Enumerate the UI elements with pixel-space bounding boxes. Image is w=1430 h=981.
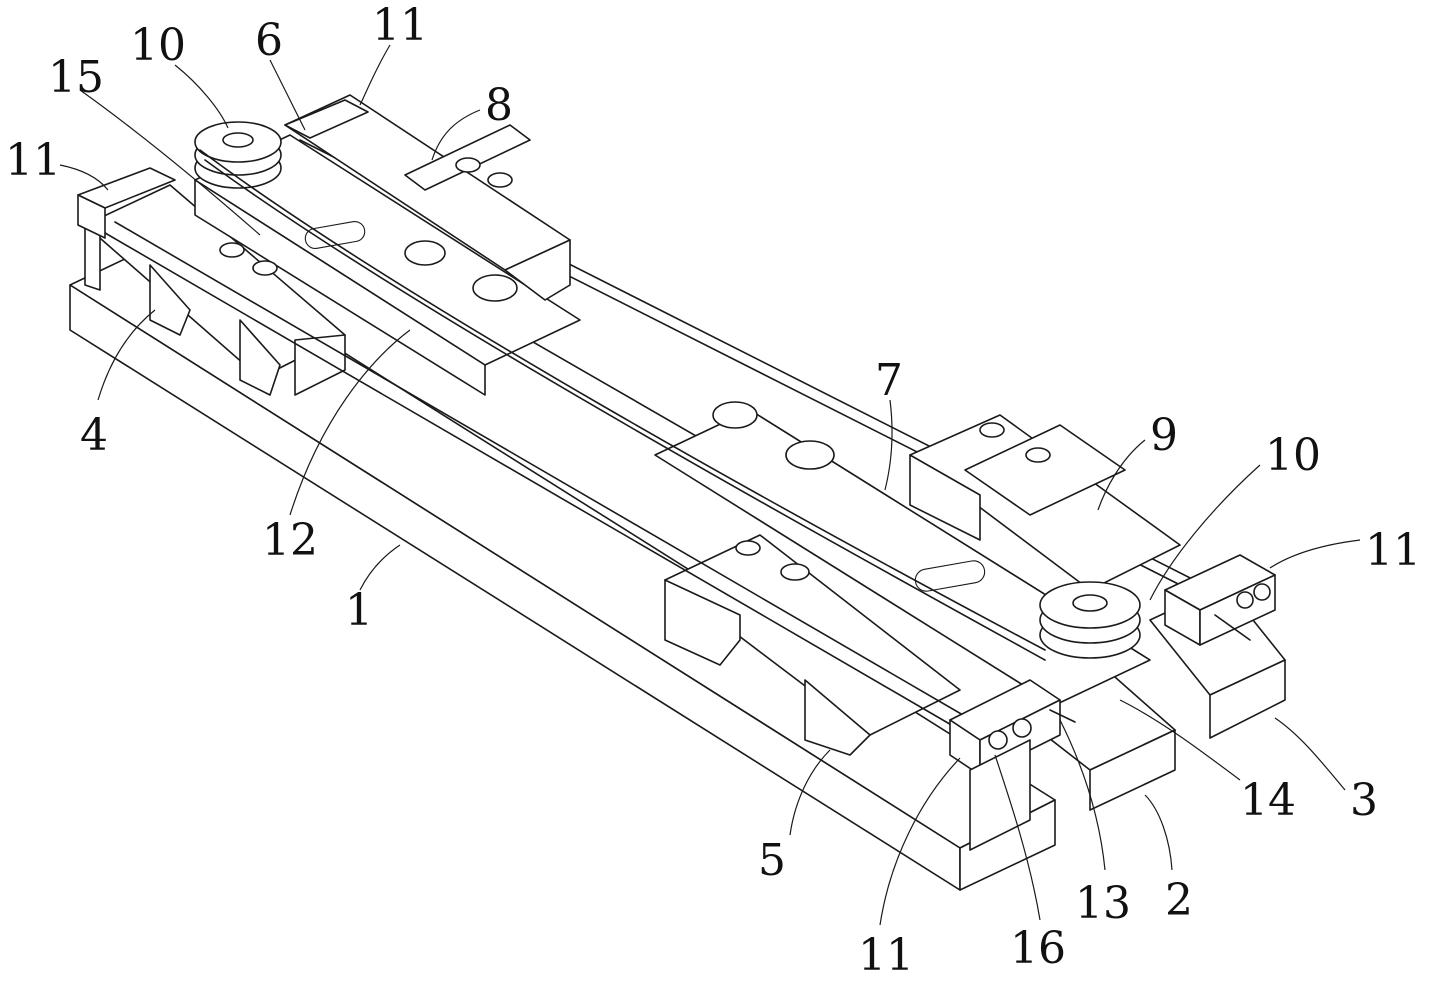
- end-block-11-left: [77, 167, 176, 239]
- plate-7: [654, 409, 1151, 706]
- leader-lines: [59, 44, 1361, 926]
- channel-9: [909, 414, 1181, 591]
- label-6: 6: [255, 15, 283, 66]
- end-block-11-right: [1164, 554, 1276, 646]
- label-4: 4: [80, 410, 108, 461]
- label-2: 2: [1165, 875, 1193, 926]
- plate-6: [194, 134, 581, 396]
- reference-labels: 10 6 11 8 15 11 4 12 1 7 9 10 11 5 11 16…: [5, 0, 1421, 981]
- label-11: 11: [5, 135, 61, 186]
- pulley-10-back: [194, 121, 282, 189]
- adjusting-knobs: [219, 157, 1051, 581]
- end-block-11-back: [284, 99, 369, 139]
- label-10: 10: [1265, 430, 1321, 481]
- label-12: 12: [262, 515, 318, 566]
- label-15: 14: [1240, 775, 1296, 826]
- label-10: 10: [130, 20, 186, 71]
- pulley-10-front: [1039, 581, 1141, 659]
- label-7: 7: [875, 355, 903, 406]
- label-1: 1: [345, 585, 373, 636]
- label-16: 16: [1010, 923, 1066, 974]
- label-8: 8: [485, 80, 513, 131]
- label-5: 5: [758, 835, 786, 886]
- label-11: 11: [372, 0, 428, 51]
- label-14: 13: [1075, 878, 1131, 929]
- end-block-11-front: [949, 679, 1076, 851]
- label-11: 11: [858, 930, 914, 981]
- channel-rail-4: [84, 184, 346, 396]
- label-9: 9: [1150, 410, 1178, 461]
- label-11: 11: [1365, 525, 1421, 576]
- label-3: 3: [1350, 775, 1378, 826]
- belt-13: [199, 149, 1046, 661]
- label-13: 15: [48, 52, 104, 103]
